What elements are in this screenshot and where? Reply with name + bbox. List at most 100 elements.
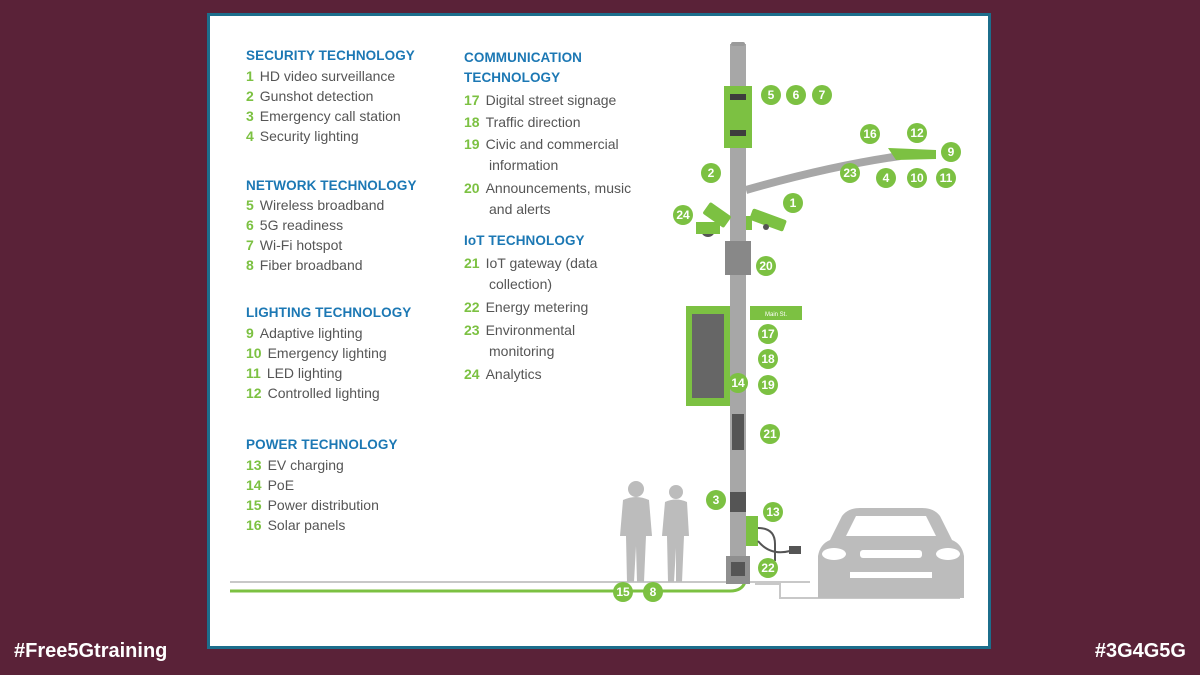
- item-number: 9: [246, 325, 254, 341]
- light-arm: [744, 152, 901, 194]
- call-station: [730, 492, 746, 512]
- svg-text:21: 21: [763, 427, 777, 441]
- ev-charger: [746, 516, 758, 546]
- callouts: 5 6 7 16 12 9 2 23 4 10 11 1 24 20 17 18…: [613, 85, 961, 602]
- hashtag-left: #Free5Gtraining: [14, 640, 168, 662]
- item-number: 20: [464, 180, 480, 196]
- section-title: POWER TECHNOLOGY: [246, 437, 398, 452]
- callout-18: 18: [758, 349, 778, 369]
- svg-text:7: 7: [819, 88, 826, 102]
- svg-text:4: 4: [883, 171, 890, 185]
- luminaire: [888, 148, 936, 160]
- item-text: Energy metering: [485, 299, 589, 315]
- charger-cable: [757, 527, 776, 561]
- svg-text:12: 12: [910, 126, 924, 140]
- base-meter: [731, 562, 745, 576]
- section-title: COMMUNICATION TECHNOLOGY: [464, 50, 583, 85]
- signage-screen: [692, 314, 724, 398]
- callout-14: 14: [728, 373, 748, 393]
- callout-5: 5: [761, 85, 781, 105]
- section-title: SECURITY TECHNOLOGY: [246, 48, 415, 63]
- callout-13: 13: [763, 502, 783, 522]
- svg-text:2: 2: [708, 166, 715, 180]
- pedestrians-icon: [620, 481, 689, 582]
- svg-text:11: 11: [940, 171, 953, 185]
- item-number: 15: [246, 497, 262, 513]
- item-text: IoT gateway (data collection): [485, 255, 598, 292]
- item-number: 7: [246, 237, 254, 253]
- svg-text:3: 3: [713, 493, 720, 507]
- item-number: 1: [246, 68, 254, 84]
- item-number: 3: [246, 108, 254, 124]
- section-title: LIGHTING TECHNOLOGY: [246, 305, 412, 320]
- item-number: 16: [246, 517, 262, 533]
- antenna-slot: [730, 130, 746, 136]
- callout-1: 1: [783, 193, 803, 213]
- svg-text:10: 10: [910, 171, 924, 185]
- item-text: Wi-Fi hotspot: [259, 237, 343, 253]
- street-sign-label: Main St.: [765, 312, 787, 318]
- item-text: Analytics: [485, 366, 542, 382]
- item-text: Wireless broadband: [259, 197, 385, 213]
- callout-9: 9: [941, 142, 961, 162]
- item-text: Environmental monitoring: [485, 322, 576, 359]
- item-text: 5G readiness: [259, 217, 344, 233]
- camera-right: [746, 208, 787, 232]
- item-number: 6: [246, 217, 254, 233]
- svg-text:24: 24: [676, 208, 690, 222]
- item-number: 5: [246, 197, 254, 213]
- callout-10: 10: [907, 168, 927, 188]
- svg-text:23: 23: [843, 166, 857, 180]
- section-title: IoT TECHNOLOGY: [464, 233, 585, 248]
- callout-22: 22: [758, 558, 778, 578]
- callout-16: 16: [860, 124, 880, 144]
- svg-text:14: 14: [731, 376, 745, 390]
- svg-text:18: 18: [761, 352, 775, 366]
- svg-text:6: 6: [793, 88, 800, 102]
- item-number: 22: [464, 299, 480, 315]
- svg-text:22: 22: [761, 561, 775, 575]
- item-number: 11: [246, 365, 261, 381]
- item-number: 17: [464, 92, 480, 108]
- svg-text:5: 5: [768, 88, 775, 102]
- smart-pole-illustration: Main St. 5 6 7 16: [230, 42, 964, 602]
- item-text: Civic and commercial information: [485, 136, 619, 173]
- callout-23: 23: [840, 163, 860, 183]
- camera-left: [696, 202, 731, 237]
- callout-6: 6: [786, 85, 806, 105]
- car-icon: [818, 508, 964, 598]
- svg-text:19: 19: [761, 378, 775, 392]
- pole-cap: [731, 42, 745, 46]
- callout-4: 4: [876, 168, 896, 188]
- list-item: 6 5G readiness: [246, 217, 456, 233]
- callout-8: 8: [643, 582, 663, 602]
- iot-gateway: [732, 414, 744, 450]
- svg-text:8: 8: [650, 585, 657, 599]
- svg-text:9: 9: [948, 145, 955, 159]
- svg-text:15: 15: [616, 585, 630, 599]
- item-text: PoE: [267, 477, 295, 493]
- svg-text:17: 17: [761, 327, 775, 341]
- callout-24: 24: [673, 205, 693, 225]
- item-text: LED lighting: [266, 365, 343, 381]
- callout-12: 12: [907, 123, 927, 143]
